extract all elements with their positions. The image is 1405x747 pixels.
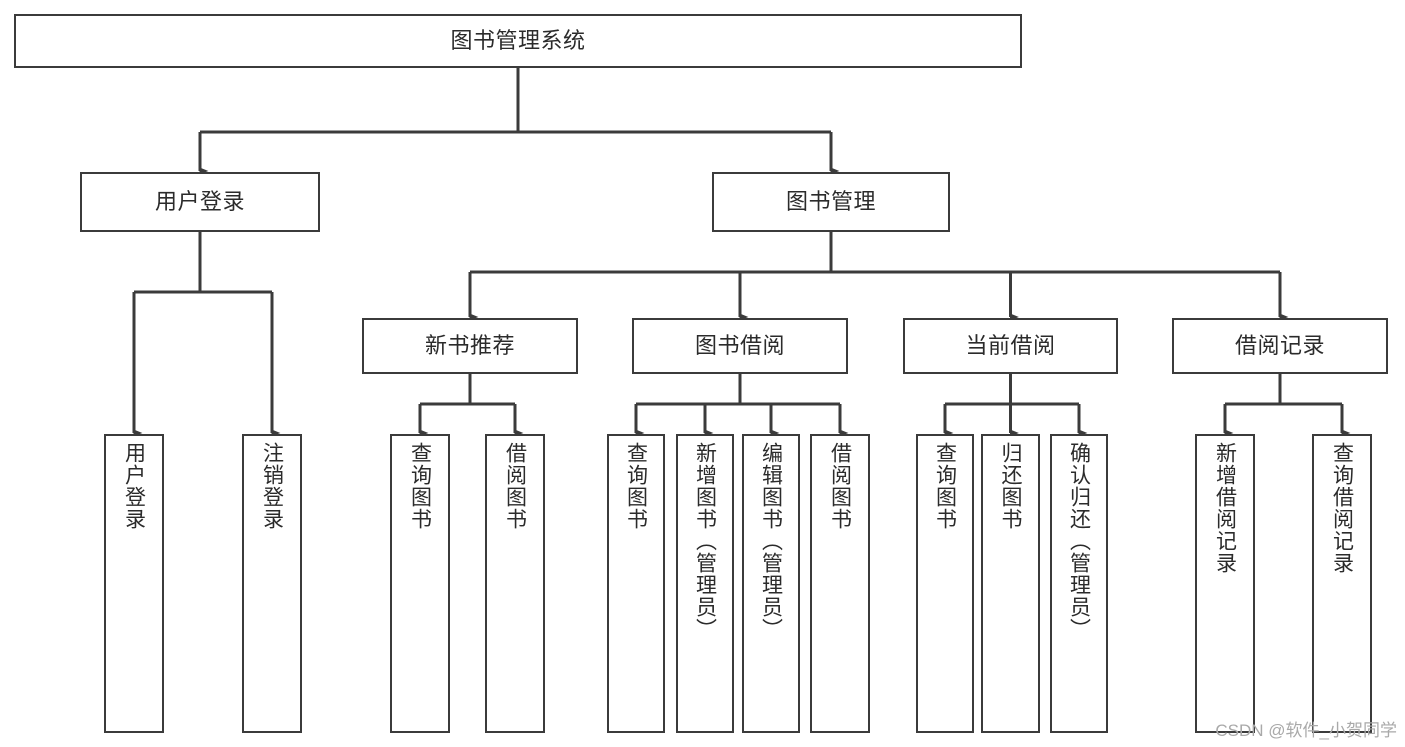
node-leaf-logout-label: 注销登录 — [260, 442, 284, 530]
node-current-borrow-label: 当前借阅 — [965, 332, 1056, 358]
node-leaf-edit-book[interactable]: 编辑图书（管理员） — [742, 434, 800, 733]
node-new-book-recommend-label: 新书推荐 — [424, 332, 515, 358]
node-leaf-query-book-3[interactable]: 查询图书 — [916, 434, 974, 733]
node-leaf-add-book-label: 新增图书（管理员） — [693, 442, 717, 640]
node-book-borrow[interactable]: 图书借阅 — [632, 318, 848, 374]
node-leaf-return-book-label: 归还图书 — [999, 442, 1022, 530]
node-leaf-user-login[interactable]: 用户登录 — [104, 434, 164, 733]
node-leaf-borrow-book-2[interactable]: 借阅图书 — [810, 434, 870, 733]
node-leaf-confirm-return[interactable]: 确认归还（管理员） — [1050, 434, 1108, 733]
node-book-manage-label: 图书管理 — [785, 188, 876, 214]
node-leaf-query-book-2[interactable]: 查询图书 — [607, 434, 665, 733]
node-leaf-borrow-book-2-label: 借阅图书 — [828, 442, 852, 530]
node-user-login-label: 用户登录 — [154, 188, 245, 214]
node-leaf-edit-book-label: 编辑图书（管理员） — [759, 442, 783, 640]
node-leaf-add-record-label: 新增借阅记录 — [1213, 442, 1237, 574]
node-leaf-add-record[interactable]: 新增借阅记录 — [1195, 434, 1255, 733]
node-root-label: 图书管理系统 — [450, 27, 586, 53]
node-leaf-add-book[interactable]: 新增图书（管理员） — [676, 434, 734, 733]
node-leaf-query-book-2-label: 查询图书 — [624, 442, 648, 530]
node-book-borrow-label: 图书借阅 — [694, 332, 785, 358]
node-leaf-query-book-3-label: 查询图书 — [933, 442, 957, 530]
node-leaf-query-record[interactable]: 查询借阅记录 — [1312, 434, 1372, 733]
node-leaf-logout[interactable]: 注销登录 — [242, 434, 302, 733]
node-borrow-record[interactable]: 借阅记录 — [1172, 318, 1388, 374]
node-leaf-query-record-label: 查询借阅记录 — [1330, 442, 1354, 574]
node-book-manage[interactable]: 图书管理 — [712, 172, 950, 232]
node-user-login[interactable]: 用户登录 — [80, 172, 320, 232]
node-new-book-recommend[interactable]: 新书推荐 — [362, 318, 578, 374]
node-root[interactable]: 图书管理系统 — [14, 14, 1022, 68]
node-leaf-query-book-1[interactable]: 查询图书 — [390, 434, 450, 733]
node-leaf-query-book-1-label: 查询图书 — [408, 442, 432, 530]
node-current-borrow[interactable]: 当前借阅 — [903, 318, 1118, 374]
node-leaf-confirm-return-label: 确认归还（管理员） — [1067, 442, 1091, 640]
node-borrow-record-label: 借阅记录 — [1234, 332, 1325, 358]
node-leaf-borrow-book-1-label: 借阅图书 — [503, 442, 527, 530]
node-leaf-user-login-label: 用户登录 — [122, 442, 146, 530]
node-leaf-return-book[interactable]: 归还图书 — [981, 434, 1040, 733]
node-leaf-borrow-book-1[interactable]: 借阅图书 — [485, 434, 545, 733]
